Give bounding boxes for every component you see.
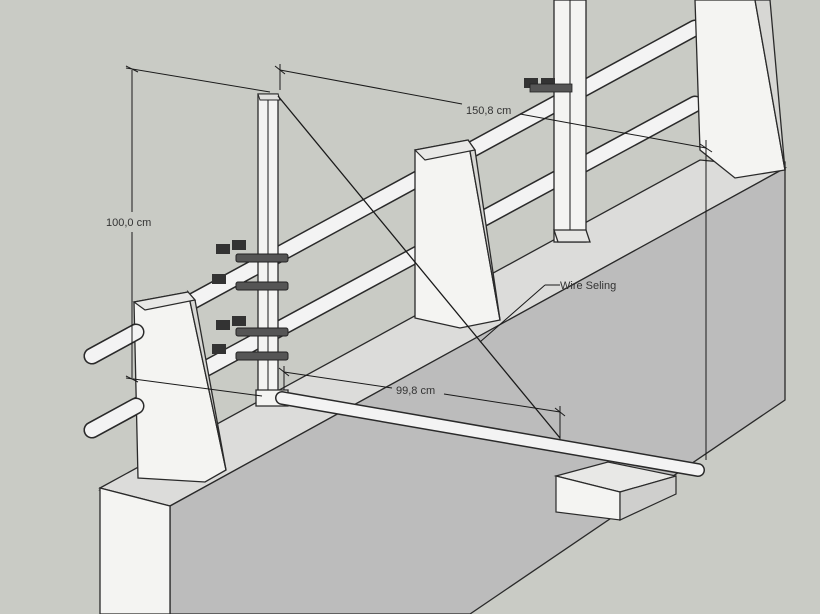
dimension-height: 100,0 cm: [106, 65, 271, 397]
wire-leader-line: [479, 284, 546, 343]
dim-bottom-line-left: [283, 371, 393, 389]
clamp-icon: [212, 274, 226, 284]
clamp-icon: [216, 244, 230, 254]
clamp-bracket: [235, 351, 289, 361]
dim-top-line-right: [519, 113, 707, 149]
clamp-icon: [216, 320, 230, 330]
dim-top-line-left: [279, 69, 463, 105]
post-middle-top: [413, 139, 477, 161]
clamp-icon: [232, 240, 246, 250]
clamp-bracket: [235, 327, 289, 337]
block-side: [619, 475, 677, 521]
clamp-bracket: [529, 83, 573, 93]
clamp-icon: [212, 344, 226, 354]
dim-top-tick-left: [274, 65, 286, 75]
post-right-side: [754, 0, 786, 171]
upper-rail-stub: [85, 325, 143, 363]
bottom-bar: [275, 391, 705, 477]
dim-height-ext-bottom: [125, 377, 263, 397]
vertical-frame-front: [212, 93, 289, 407]
dim-top-tick-right: [699, 143, 713, 153]
dimension-bottom-span: 99,8 cm: [278, 366, 566, 440]
dim-height-tick-bottom: [125, 375, 139, 383]
wall-end-face: [99, 487, 171, 614]
post-middle: [413, 139, 501, 329]
clamp-bracket: [235, 281, 289, 291]
ground-block: [553, 461, 677, 521]
dimension-top-span: 150,8 cm: [274, 64, 713, 460]
lower-rail-stub: [85, 399, 143, 437]
clamp-icon: [232, 316, 246, 326]
dim-bottom-line-right: [443, 393, 561, 413]
post-right-back: [694, 0, 786, 179]
wire-rope-line: [277, 95, 561, 439]
clamp-icon: [524, 78, 538, 88]
clamp-bracket: [235, 253, 289, 263]
frame-back-foot: [553, 229, 591, 243]
clamp-icon: [541, 78, 555, 88]
frame-front-top: [257, 93, 281, 101]
dim-bottom-tick-right: [554, 407, 566, 417]
dim-height-ext-top: [125, 67, 271, 93]
dim-bottom-label: 99,8 cm: [396, 385, 435, 397]
bottom-bar-body: [276, 392, 704, 476]
post-front-top: [132, 291, 197, 311]
dim-bottom-tick-left: [278, 367, 290, 377]
dim-top-label: 150,8 cm: [466, 105, 511, 117]
dim-height-tick-top: [125, 65, 139, 73]
rail-stubs: [83, 323, 145, 439]
wire-rope: Wire Seling: [277, 95, 616, 439]
wire-label: Wire Seling: [560, 280, 616, 292]
dim-height-label: 100,0 cm: [106, 217, 151, 229]
post-front-left: [132, 289, 227, 483]
front-clamps: [212, 240, 289, 361]
